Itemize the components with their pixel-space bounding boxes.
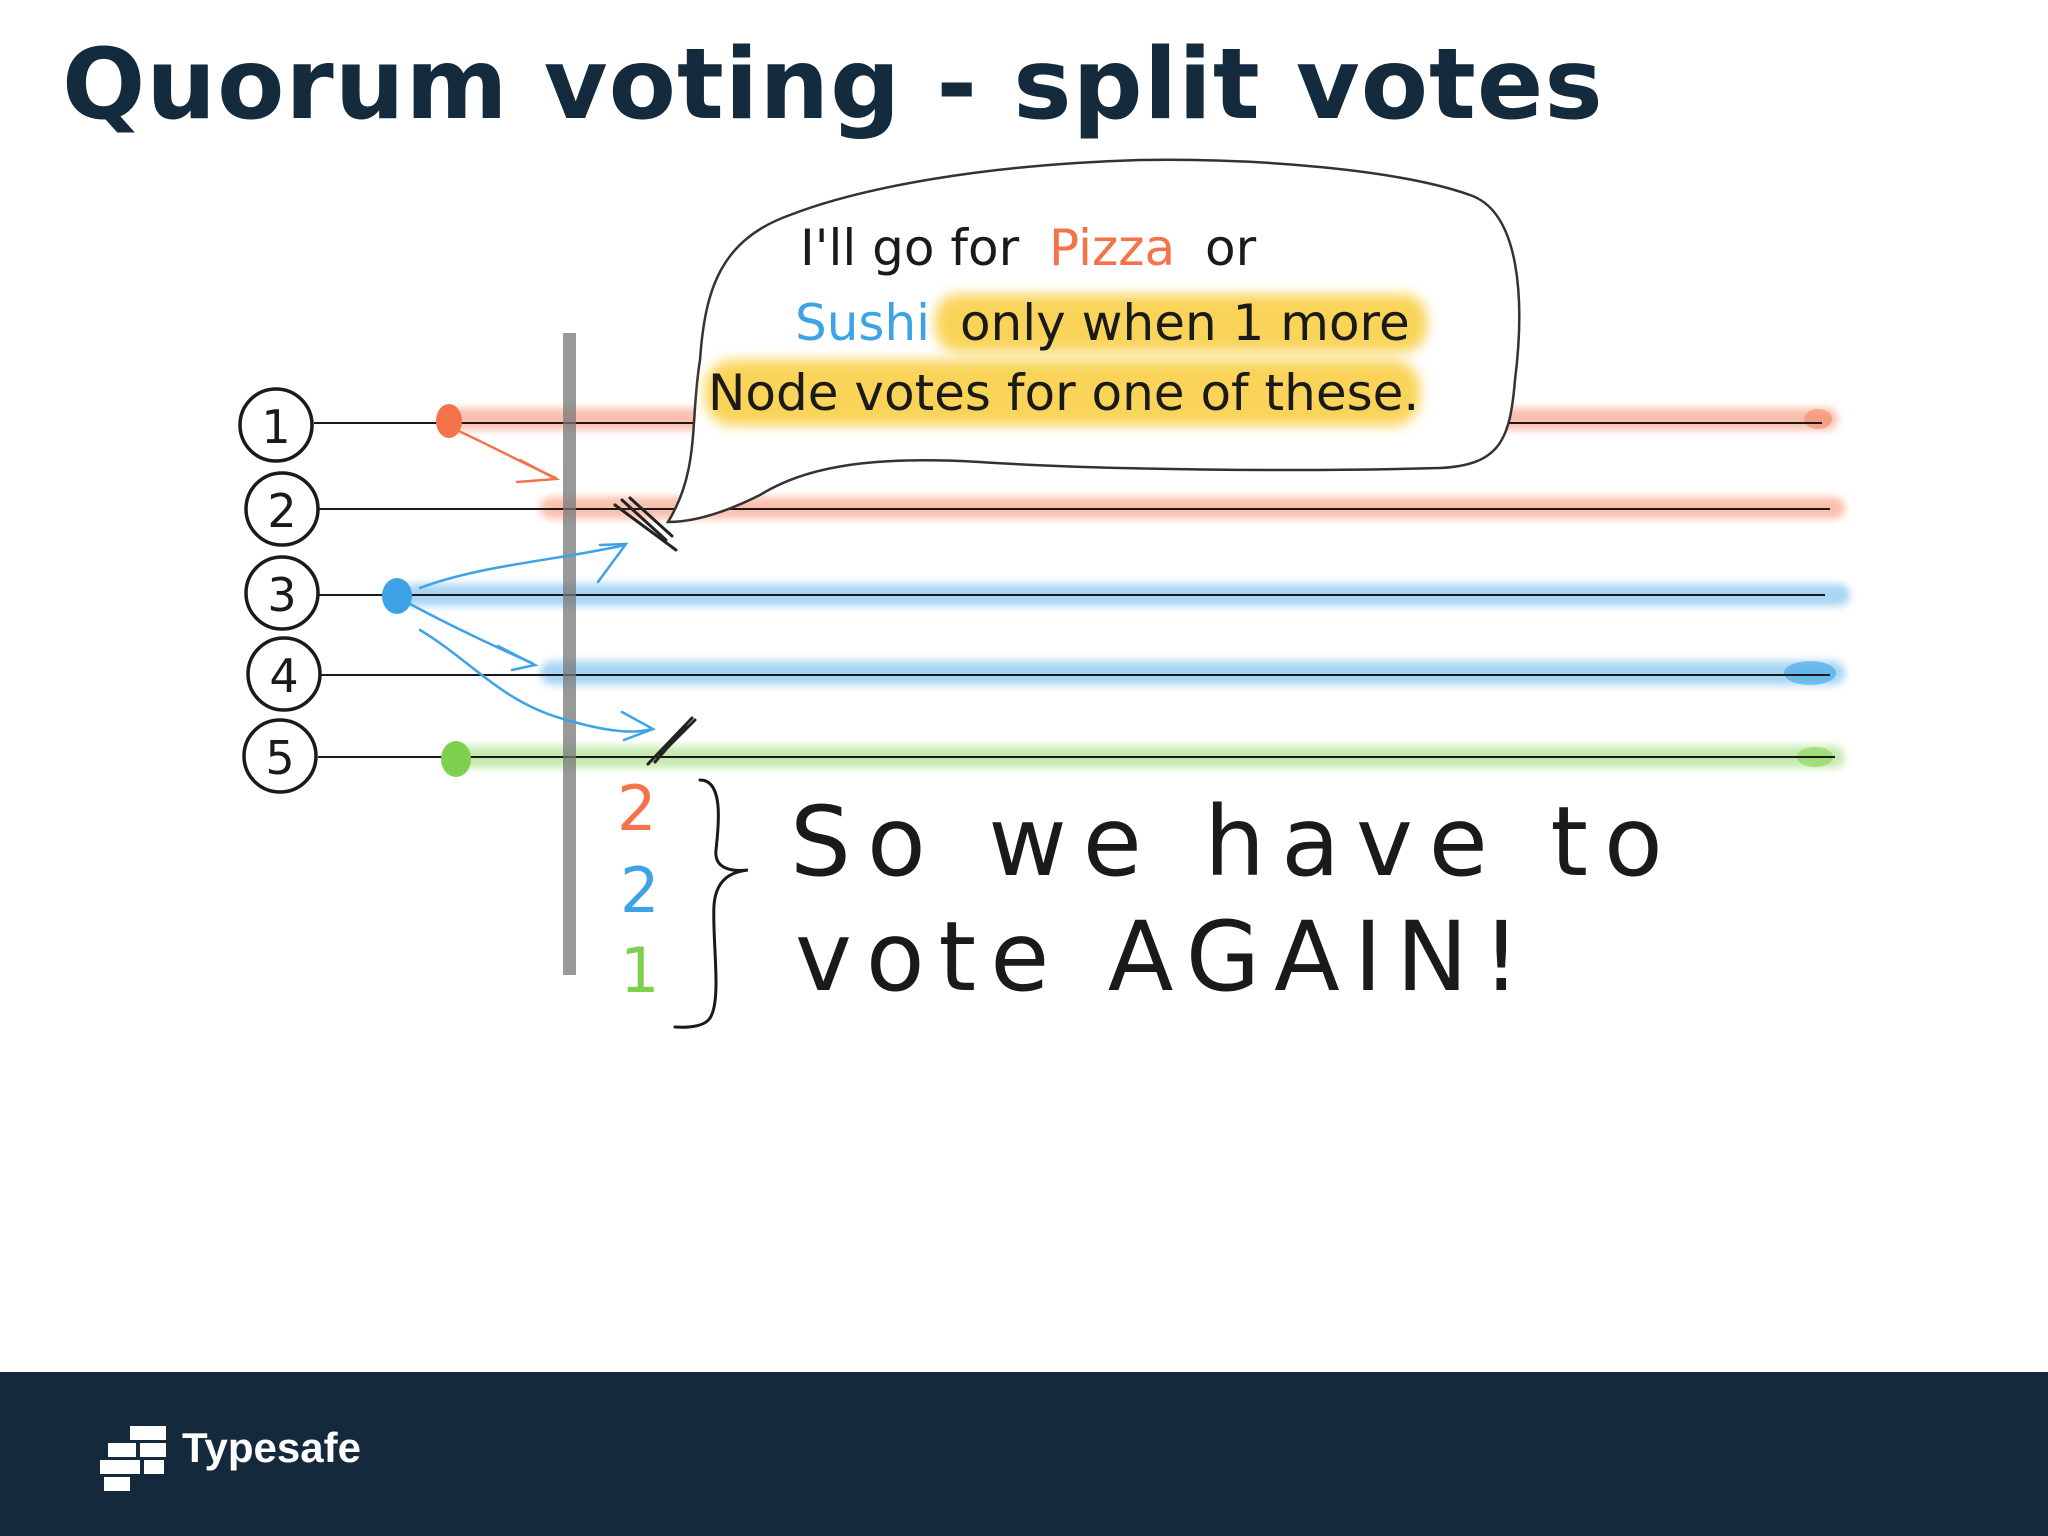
- node-1-label: 1: [261, 400, 290, 454]
- time-marker: [563, 333, 576, 975]
- tally-brace: [673, 778, 749, 1029]
- typesafe-logo-icon: [100, 1426, 166, 1491]
- band-end-node-4: [1784, 661, 1836, 685]
- bubble-line-1: I'll go for Pizza or: [800, 219, 1257, 277]
- bubble-line-3: Node votes for one of these.: [708, 364, 1419, 422]
- node-1: 1: [238, 387, 314, 463]
- bubble-line-1-start: I'll go for: [800, 219, 1020, 277]
- tally-sushi-count: 2: [620, 854, 659, 927]
- cross-mark-node-2: [613, 496, 678, 552]
- cross-mark-node-5: [646, 716, 697, 766]
- tally-other-count: 1: [620, 934, 659, 1007]
- node-2: 2: [244, 471, 320, 547]
- bubble-line-2-rest: only when 1 more: [960, 294, 1410, 352]
- tally-pizza-count: 2: [617, 772, 656, 845]
- footer-brand: Typesafe: [182, 1424, 361, 1471]
- node-5: 5: [242, 718, 318, 794]
- vote-dot-node-5: [441, 741, 471, 777]
- vote-band-node-4: [540, 661, 1845, 685]
- node-3: 3: [244, 555, 320, 631]
- node-4: 4: [246, 636, 322, 712]
- diagram: 1 2 3 4 5: [238, 158, 1850, 1029]
- conclusion-line-1: So we have to: [790, 786, 1679, 898]
- vote-dot-node-3: [382, 578, 412, 614]
- vote-dot-node-1: [436, 404, 462, 438]
- footer-bar: [0, 1372, 2048, 1536]
- vote-arrow-pizza: [450, 426, 561, 484]
- node-4-label: 4: [269, 649, 298, 703]
- bubble-line-1-end: or: [1205, 219, 1257, 277]
- conclusion-line-2: vote AGAIN!: [795, 901, 1534, 1013]
- vote-arrows-sushi: [408, 542, 656, 742]
- slide-title: Quorum voting - split votes: [62, 28, 1604, 142]
- bubble-word-sushi: Sushi: [795, 294, 930, 352]
- node-5-label: 5: [265, 731, 294, 785]
- node-2-label: 2: [267, 484, 296, 538]
- bubble-highlight: [705, 294, 1427, 426]
- node-3-label: 3: [267, 568, 296, 622]
- band-end-node-1: [1804, 409, 1832, 429]
- bubble-line-2: Sushi only when 1 more: [795, 294, 1410, 352]
- bubble-word-pizza: Pizza: [1049, 219, 1175, 277]
